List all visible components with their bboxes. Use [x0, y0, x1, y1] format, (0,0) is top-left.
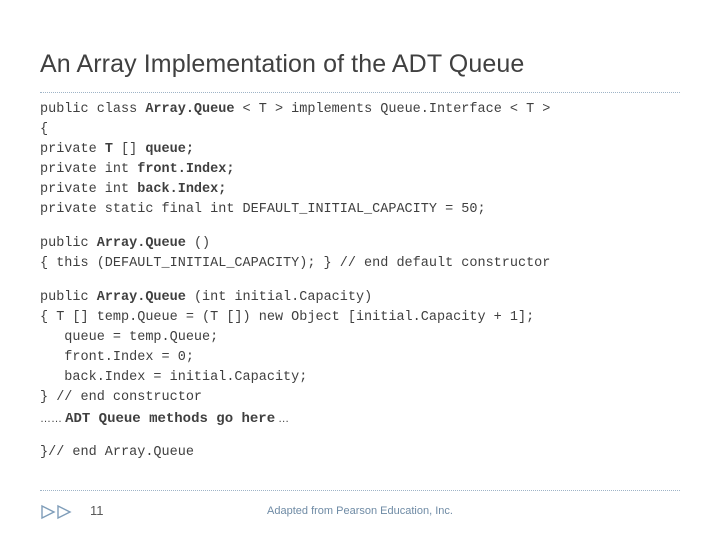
code-token-emphasis: front.Index;: [137, 162, 235, 177]
code-line: { T [] temp.Queue = (T []) new Object [i…: [40, 308, 688, 328]
page-title: An Array Implementation of the ADT Queue: [40, 50, 525, 78]
note-text: ADT Queue methods go here: [65, 411, 276, 427]
code-token-emphasis: queue;: [145, 142, 194, 157]
code-line: public class Array.Queue < T > implement…: [40, 100, 688, 120]
code-token: private int: [40, 182, 138, 197]
code-token: (): [185, 236, 211, 251]
code-line: private static final int DEFAULT_INITIAL…: [40, 200, 688, 220]
footer-divider: [40, 490, 680, 491]
code-token: public: [40, 236, 97, 251]
code-line: back.Index = initial.Capacity;: [40, 368, 688, 388]
code-line: queue = temp.Queue;: [40, 328, 688, 348]
code-line: {: [40, 120, 688, 140]
page-number: 11: [90, 503, 104, 518]
code-token-emphasis: T: [104, 142, 113, 157]
code-token-emphasis: back.Index;: [137, 182, 227, 197]
code-token: private static final int DEFAULT_INITIAL…: [40, 202, 486, 217]
code-token: {: [40, 122, 49, 137]
code-line: public Array.Queue (): [40, 234, 688, 254]
code-note-line: …… ADT Queue methods go here …: [40, 408, 688, 429]
code-token: }// end Array.Queue: [40, 445, 194, 460]
code-gap: [40, 220, 688, 234]
code-token: { T [] temp.Queue = (T []) new Object [i…: [40, 310, 535, 325]
code-line: front.Index = 0;: [40, 348, 688, 368]
code-token: queue = temp.Queue;: [40, 330, 219, 345]
code-line: private int front.Index;: [40, 160, 688, 180]
code-token-emphasis: Array.Queue: [145, 102, 235, 117]
code-token: { this (DEFAULT_INITIAL_CAPACITY); } // …: [40, 256, 551, 271]
code-token: back.Index = initial.Capacity;: [40, 370, 308, 385]
code-token: front.Index = 0;: [40, 350, 194, 365]
code-line: { this (DEFAULT_INITIAL_CAPACITY); } // …: [40, 254, 688, 274]
code-token: []: [112, 142, 146, 157]
code-line: private int back.Index;: [40, 180, 688, 200]
code-token-emphasis: Array.Queue: [96, 290, 186, 305]
footer-credit: Adapted from Pearson Education, Inc.: [267, 505, 453, 517]
code-line: }// end Array.Queue: [40, 443, 688, 463]
navigation-arrows-icon[interactable]: [40, 504, 84, 520]
code-token-emphasis: Array.Queue: [96, 236, 186, 251]
code-gap: [40, 429, 688, 443]
code-token: private: [40, 142, 105, 157]
note-suffix: …: [275, 413, 290, 425]
code-line: } // end constructor: [40, 388, 688, 408]
code-token: } // end constructor: [40, 390, 203, 405]
code-token: public class: [40, 102, 146, 117]
note-prefix: ……: [40, 413, 66, 425]
code-line: public Array.Queue (int initial.Capacity…: [40, 288, 688, 308]
code-token: < T > implements Queue.Interface < T >: [234, 102, 551, 117]
code-token: (int initial.Capacity): [185, 290, 373, 305]
title-divider: [40, 92, 680, 93]
code-block: public class Array.Queue < T > implement…: [40, 100, 688, 463]
code-token: public: [40, 290, 97, 305]
code-gap: [40, 274, 688, 288]
code-token: private int: [40, 162, 138, 177]
code-line: private T [] queue;: [40, 140, 688, 160]
slide-footer: 11 Adapted from Pearson Education, Inc.: [40, 498, 680, 526]
